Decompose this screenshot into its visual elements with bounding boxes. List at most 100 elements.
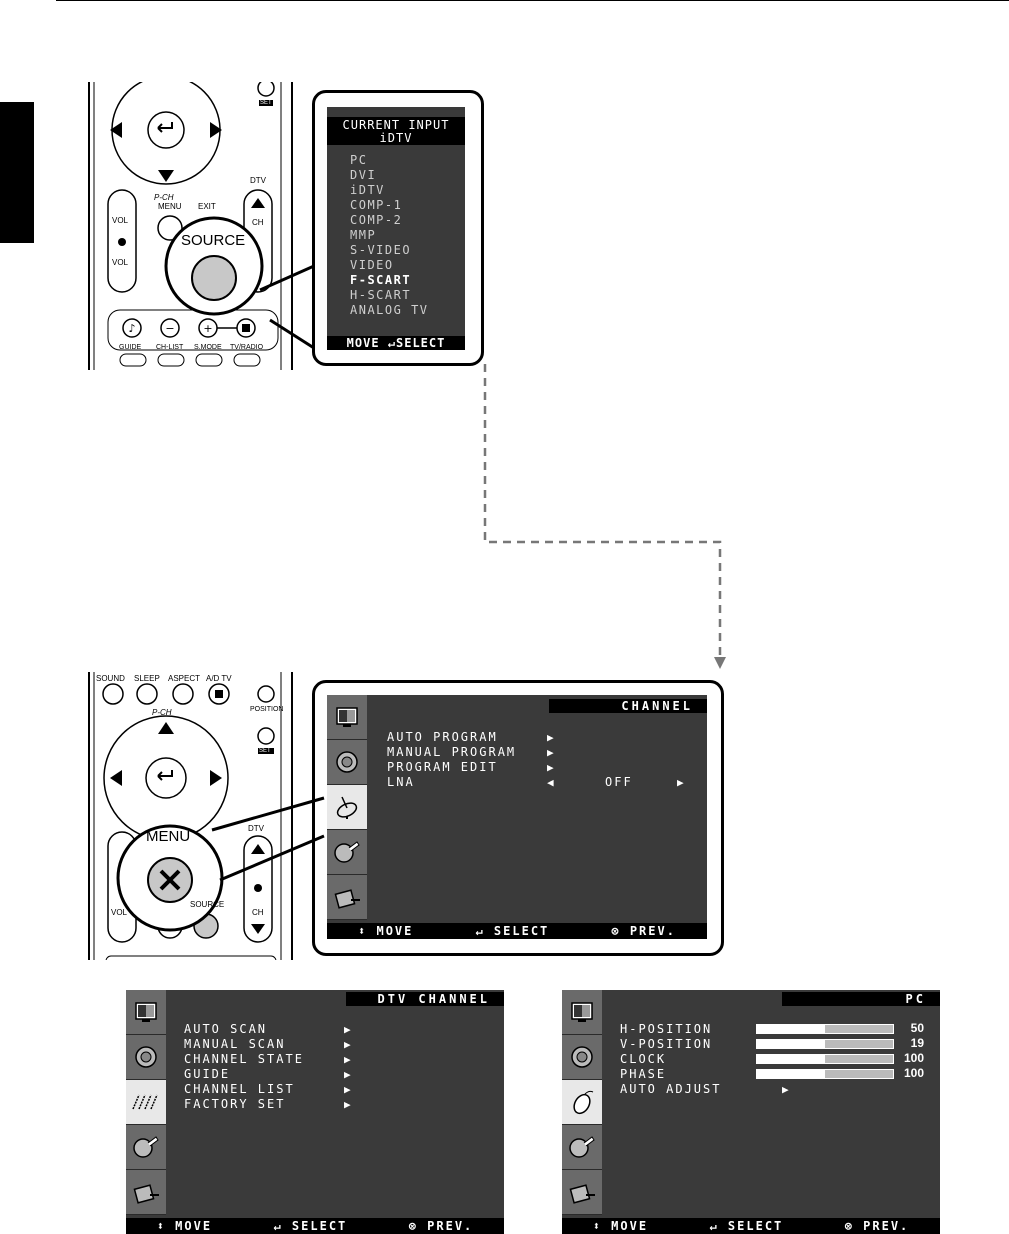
label-pch: P-CH [154, 193, 174, 202]
setup-icon[interactable] [126, 1125, 166, 1170]
dtv-menu-item[interactable]: FACTORY SET [184, 1097, 286, 1111]
pc-menu-item[interactable]: V-POSITION [620, 1037, 713, 1051]
label-chlist: CH-LIST [156, 344, 184, 351]
setup-icon[interactable] [327, 830, 367, 875]
current-input-header: CURRENT INPUT iDTV [327, 117, 465, 145]
input-option[interactable]: COMP-2 [350, 213, 403, 227]
svg-text:+: + [203, 322, 212, 335]
value-bar[interactable] [756, 1069, 894, 1079]
lna-value: OFF [605, 775, 633, 789]
function-icon[interactable] [126, 1170, 166, 1215]
pc-osd-title: PC [782, 992, 940, 1006]
value-number: 100 [903, 1051, 924, 1065]
channel-osd-title: CHANNEL [549, 699, 707, 713]
dtv-osd-title: DTV CHANNEL [346, 992, 504, 1006]
value-number: 50 [910, 1021, 924, 1035]
value-bar-fill [757, 1040, 825, 1048]
submenu-arrow-icon[interactable]: ▶ [344, 1068, 351, 1081]
setup-icon[interactable] [562, 1125, 602, 1170]
left-arrow-icon[interactable]: ◀ [547, 776, 554, 789]
input-option[interactable]: PC [350, 153, 368, 167]
footer-prev: ⊗ PREV. [611, 924, 676, 938]
function-icon[interactable] [562, 1170, 602, 1215]
input-option[interactable]: VIDEO [350, 258, 394, 272]
picture-icon[interactable] [327, 695, 367, 740]
dtv-menu-item[interactable]: AUTO SCAN [184, 1022, 268, 1036]
pc-menu-item[interactable]: PHASE [620, 1067, 667, 1081]
pc-osd-side-menu [562, 990, 602, 1215]
footer-select: ↵ SELECT [475, 924, 550, 938]
label-aspect: ASPECT [168, 674, 201, 683]
label-set: SET [259, 748, 271, 754]
dtv-osd-footer: ⬍ MOVE ↵ SELECT ⊗ PREV. [126, 1218, 504, 1234]
label-dtv: DTV [248, 824, 264, 833]
submenu-arrow-icon[interactable]: ▶ [344, 1098, 351, 1111]
picture-icon[interactable] [126, 990, 166, 1035]
menu-button-label: MENU [146, 828, 191, 845]
submenu-arrow-icon[interactable]: ▶ [547, 746, 554, 759]
sound-icon[interactable] [327, 740, 367, 785]
sound-icon[interactable] [562, 1035, 602, 1080]
side-tab [0, 102, 34, 243]
mouse-icon[interactable] [562, 1080, 602, 1125]
label-smode: S.MODE [194, 344, 222, 351]
footer-move: ⬍ MOVE [156, 1219, 213, 1233]
submenu-arrow-icon[interactable]: ▶ [547, 731, 554, 744]
input-option[interactable]: ANALOG TV [350, 303, 429, 317]
right-arrow-icon[interactable]: ▶ [677, 776, 684, 789]
submenu-arrow-icon[interactable]: ▶ [782, 1083, 789, 1096]
value-bar[interactable] [756, 1024, 894, 1034]
submenu-arrow-icon[interactable]: ▶ [547, 761, 554, 774]
submenu-arrow-icon[interactable]: ▶ [344, 1038, 351, 1051]
value-number: 100 [903, 1066, 924, 1080]
label-menu: MENU [158, 202, 182, 211]
input-option[interactable]: F-SCART [350, 273, 412, 287]
footer-move: ⬍ MOVE [592, 1219, 649, 1233]
input-option[interactable]: DVI [350, 168, 377, 182]
footer-move: ⬍ MOVE [358, 924, 414, 938]
submenu-arrow-icon[interactable]: ▶ [344, 1023, 351, 1036]
input-option[interactable]: iDTV [350, 183, 385, 197]
value-bar[interactable] [756, 1039, 894, 1049]
dtv-menu-item[interactable]: MANUAL SCAN [184, 1037, 286, 1051]
channel-menu-item[interactable]: PROGRAM EDIT [387, 760, 498, 774]
current-input-value: iDTV [379, 131, 413, 145]
value-bar-fill [757, 1025, 825, 1033]
dtv-menu-item[interactable]: CHANNEL STATE [184, 1052, 304, 1066]
dtv-menu-item[interactable]: GUIDE [184, 1067, 231, 1081]
source-button[interactable] [192, 256, 236, 300]
menu-button[interactable] [148, 858, 192, 902]
channel-osd-callout: CHANNEL AUTO PROGRAM ▶ MANUAL PROGRAM ▶ PROG… [312, 680, 724, 956]
input-option[interactable]: H-SCART [350, 288, 412, 302]
channel-menu-item[interactable]: MANUAL PROGRAM [387, 745, 517, 759]
input-option[interactable]: S-VIDEO [350, 243, 412, 257]
picture-icon[interactable] [562, 990, 602, 1035]
channel-menu-item[interactable]: AUTO PROGRAM [387, 730, 498, 744]
label-vol-bottom: VOL [112, 258, 129, 267]
dtv-menu-item[interactable]: CHANNEL LIST [184, 1082, 295, 1096]
label-vol-top: VOL [112, 216, 129, 225]
sound-icon[interactable] [126, 1035, 166, 1080]
remote-body-outline: ♪ − + [88, 82, 293, 370]
label-sleep: SLEEP [134, 674, 160, 683]
input-option[interactable]: MMP [350, 228, 377, 242]
current-input-label: CURRENT INPUT [342, 118, 450, 132]
input-option[interactable]: COMP-1 [350, 198, 403, 212]
value-bar[interactable] [756, 1054, 894, 1064]
channel-osd-footer: ⬍ MOVE ↵ SELECT ⊗ PREV. [327, 923, 707, 939]
function-icon[interactable] [327, 875, 367, 920]
label-position: POSITION [250, 706, 284, 713]
submenu-arrow-icon[interactable]: ▶ [344, 1083, 351, 1096]
submenu-arrow-icon[interactable]: ▶ [344, 1053, 351, 1066]
channel-icon[interactable] [126, 1080, 166, 1125]
top-rule [56, 0, 1009, 1]
pc-menu-item[interactable]: CLOCK [620, 1052, 667, 1066]
pc-osd-footer: ⬍ MOVE ↵ SELECT ⊗ PREV. [562, 1218, 940, 1234]
antenna-icon[interactable] [327, 785, 367, 830]
channel-menu-item[interactable]: LNA [387, 775, 415, 789]
pc-menu-item[interactable]: AUTO ADJUST [620, 1082, 722, 1096]
value-bar-fill [757, 1055, 825, 1063]
value-number: 19 [910, 1036, 924, 1050]
pc-menu-item[interactable]: H-POSITION [620, 1022, 713, 1036]
